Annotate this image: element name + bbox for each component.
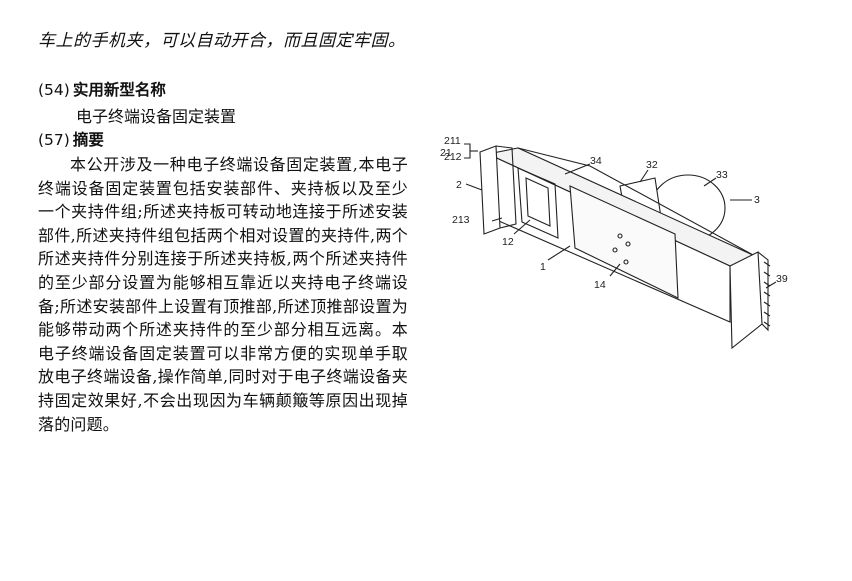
leader-2	[465, 183, 483, 191]
left-slider	[517, 167, 559, 239]
label-33: 33	[716, 169, 728, 181]
hole	[623, 259, 629, 265]
label-14: 14	[594, 279, 606, 291]
hole	[625, 241, 631, 247]
label-39: 39	[776, 273, 788, 285]
headline: 车上的手机夹，可以自动开合，而且固定牢固。	[38, 31, 406, 51]
label-1: 1	[540, 261, 546, 273]
patent-figure: 21 211 212 2 213 12 1 34 32 33 3 14 39	[440, 135, 788, 350]
section-57-title: 摘要	[72, 131, 104, 149]
leader-32	[639, 169, 649, 183]
device-drawing	[464, 143, 777, 350]
left-clamp-side	[495, 145, 517, 229]
leader-14	[609, 263, 621, 277]
section-54-heading: (54)实用新型名称	[38, 78, 166, 100]
label-34: 34	[590, 155, 602, 167]
leader-12	[513, 219, 531, 235]
section-57-number: (57)	[38, 131, 70, 149]
abstract-text: 本公开涉及一种电子终端设备固定装置,本电子终端设备固定装置包括安装部件、夹持板以…	[38, 155, 408, 434]
left-slider-inner	[525, 177, 551, 227]
leader-39	[765, 281, 777, 289]
label-3: 3	[754, 194, 760, 206]
label-12: 12	[502, 236, 514, 248]
center-plate	[569, 185, 679, 299]
utility-model-name: 电子终端设备固定装置	[76, 107, 237, 126]
label-2: 2	[456, 179, 462, 191]
leader-213	[491, 217, 503, 222]
label-213: 213	[452, 214, 470, 226]
section-54-title: 实用新型名称	[72, 81, 166, 99]
left-clamp	[479, 145, 501, 235]
right-clamp-teeth	[763, 261, 771, 327]
leader-34	[564, 163, 591, 175]
rear-panel-edge	[517, 147, 756, 257]
label-211: 211	[444, 135, 461, 147]
hole	[617, 233, 623, 239]
section-57-heading: (57)摘要	[38, 128, 104, 150]
section-54-number: (54)	[38, 81, 70, 99]
leader-1	[547, 245, 571, 261]
hole	[612, 247, 618, 253]
right-clamp	[729, 251, 763, 350]
bracket-21	[464, 143, 471, 159]
label-212: 212	[444, 151, 462, 163]
label-32: 32	[646, 159, 658, 171]
leader-33	[703, 177, 717, 187]
label-21: 21	[440, 147, 452, 159]
